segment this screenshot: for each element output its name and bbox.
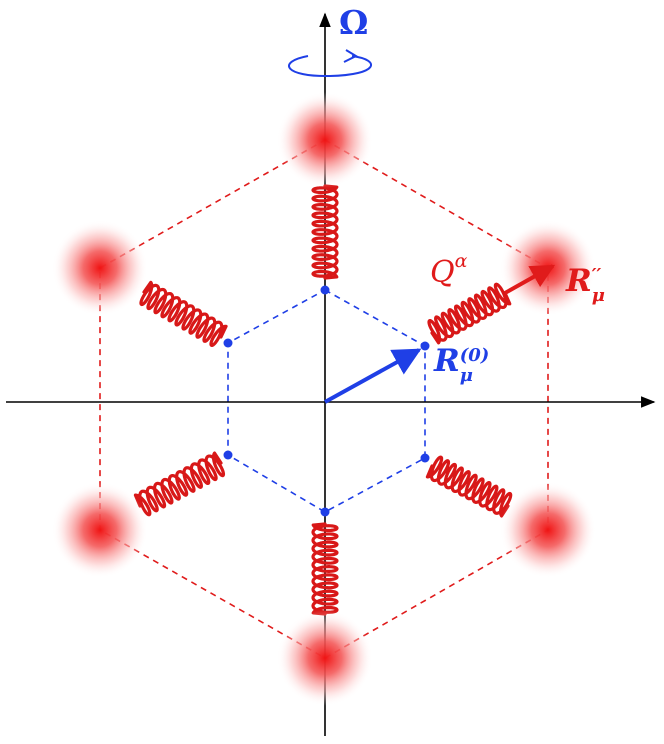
r2-vector [504,264,556,295]
r0-label: R(0)μ [434,343,490,386]
r0-vector [324,348,422,404]
blob-bottom-left [52,482,148,578]
blob-bottom [277,610,373,706]
omega-label: Ω [339,3,369,42]
spring-top-left [139,280,228,348]
blob-bottom-right [500,482,596,578]
spring-bottom-right [425,455,513,518]
charge-blobs [52,92,596,706]
spring-bottom [311,522,339,616]
q-alpha-label: Qα [430,250,468,290]
r2-label: R′′μ [566,263,605,306]
blob-top-left [52,220,148,316]
inner-vertex-dots [223,285,430,517]
spring-top [311,184,339,280]
spring-top-right [427,282,512,345]
spring-bottom-left [133,451,226,517]
blob-top [277,92,373,188]
rotation-arrow-icon [287,49,373,78]
springs [133,184,513,616]
